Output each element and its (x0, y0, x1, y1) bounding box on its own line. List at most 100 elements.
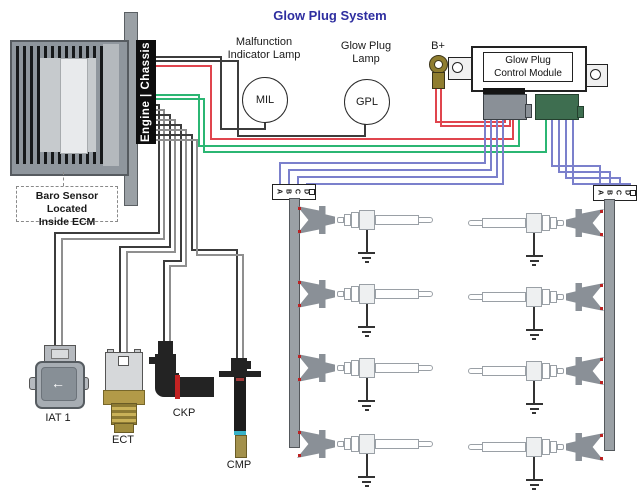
wire-segment (126, 251, 128, 352)
wire-segment (54, 232, 160, 234)
baro-note-line2: Inside ECM (38, 216, 96, 228)
glow-plug-rib (351, 286, 359, 302)
glow-plug-tip (468, 294, 483, 300)
glow-plug-rib (344, 288, 351, 300)
ground-symbol (362, 257, 371, 259)
glow-plug-shaft (482, 292, 526, 302)
wire-segment (551, 165, 601, 167)
gpcm-nameplate: Glow Plug Control Module (483, 52, 573, 82)
wire-segment (297, 176, 498, 178)
boot-pin-dot (600, 457, 603, 460)
glow-plug-tip (418, 441, 433, 447)
boot-pin-dot (600, 210, 603, 213)
glow-plug (297, 430, 434, 487)
wire-segment (158, 104, 160, 232)
glow-plug-terminal (557, 220, 564, 226)
ckp-sensor-label: CKP (172, 407, 196, 419)
wire-segment (502, 118, 504, 185)
wire-segment (288, 169, 492, 171)
ckp-sensor-connector (158, 341, 173, 354)
glow-plug-boot (297, 206, 335, 234)
wire-segment (119, 246, 171, 248)
glow-plug-boot (566, 433, 604, 461)
boot-pin-dot (600, 381, 603, 384)
diagram-title: Glow Plug System (273, 8, 387, 23)
wire-segment (572, 118, 574, 185)
boot-pin-dot (298, 355, 301, 358)
wire-segment (440, 87, 442, 127)
wire-segment (196, 139, 198, 254)
gpl-indicator: GPL (344, 79, 390, 125)
ground-symbol (530, 260, 539, 262)
glow-plug-tip (418, 365, 433, 371)
ground-stem (366, 454, 368, 476)
cmp-sensor-label: CMP (226, 459, 252, 471)
glow-plug-boot (566, 357, 604, 385)
glow-plug (467, 283, 604, 340)
glow-plug-hex (526, 437, 542, 457)
ect-connector-key (118, 356, 129, 366)
glow-plug-shaft (375, 439, 419, 449)
glow-plug-shaft (482, 442, 526, 452)
wire-segment (210, 65, 212, 140)
iat-flow-arrow-icon: ← (51, 375, 65, 391)
glow-plug-hex (359, 210, 375, 230)
wire-segment (545, 118, 547, 153)
glow-plug-bank-connector-right: A B C D (593, 185, 637, 201)
gpcm-connector-green-tab (577, 106, 584, 118)
boot-pin-dot (298, 281, 301, 284)
wire-segment (435, 87, 437, 123)
glow-plug-hex (359, 284, 375, 304)
ground-symbol (530, 334, 539, 336)
wire-segment (156, 94, 200, 96)
mil-label: Malfunction Indicator Lamp (204, 36, 324, 62)
wire-segment (169, 114, 171, 246)
ground-symbol (358, 400, 375, 402)
wire-segment (156, 139, 198, 141)
wire-segment (504, 118, 506, 123)
wire-segment (156, 98, 205, 100)
glow-plug-rib (550, 365, 557, 377)
glow-plug-bus-right (604, 199, 615, 451)
glow-plug-terminal (337, 217, 344, 223)
wire-segment (180, 124, 182, 260)
gpl-label: Glow Plug Lamp (316, 40, 416, 66)
glow-plug-rib (344, 214, 351, 226)
wire-segment (565, 177, 621, 179)
ground-symbol (365, 409, 369, 411)
ground-symbol (526, 479, 543, 481)
ground-symbol (532, 264, 536, 266)
wire-segment (435, 121, 506, 123)
glow-plug-hex (526, 361, 542, 381)
connector-key (309, 189, 315, 195)
ground-stem (533, 307, 535, 329)
wire-segment (156, 109, 165, 111)
glow-plug-shaft (375, 215, 419, 225)
wire-segment (156, 60, 239, 62)
boot-pin-dot (600, 358, 603, 361)
ground-symbol (365, 335, 369, 337)
boot-pin-dot (298, 431, 301, 434)
wire-segment (518, 118, 520, 147)
connector-key (630, 190, 636, 196)
ground-symbol (365, 485, 369, 487)
wire-segment (156, 124, 182, 126)
glow-plug-rib (542, 215, 550, 231)
wire-segment (237, 135, 366, 137)
wire-segment (119, 246, 121, 352)
ground-symbol (358, 252, 375, 254)
wire-segment (220, 56, 222, 130)
ground-symbol (532, 488, 536, 490)
glow-plug-bus-left (289, 198, 300, 448)
ect-tip (114, 423, 134, 433)
gpcm-mount-hole-right (590, 69, 601, 80)
ground-symbol (365, 261, 369, 263)
gpcm-label-line1: Glow Plug (505, 55, 551, 66)
glow-plug-terminal (557, 368, 564, 374)
iat-sensor-face (41, 367, 77, 401)
glow-plug-shaft (482, 218, 526, 228)
wire-segment (196, 254, 244, 256)
iat-sensor-connector-key (51, 349, 69, 359)
